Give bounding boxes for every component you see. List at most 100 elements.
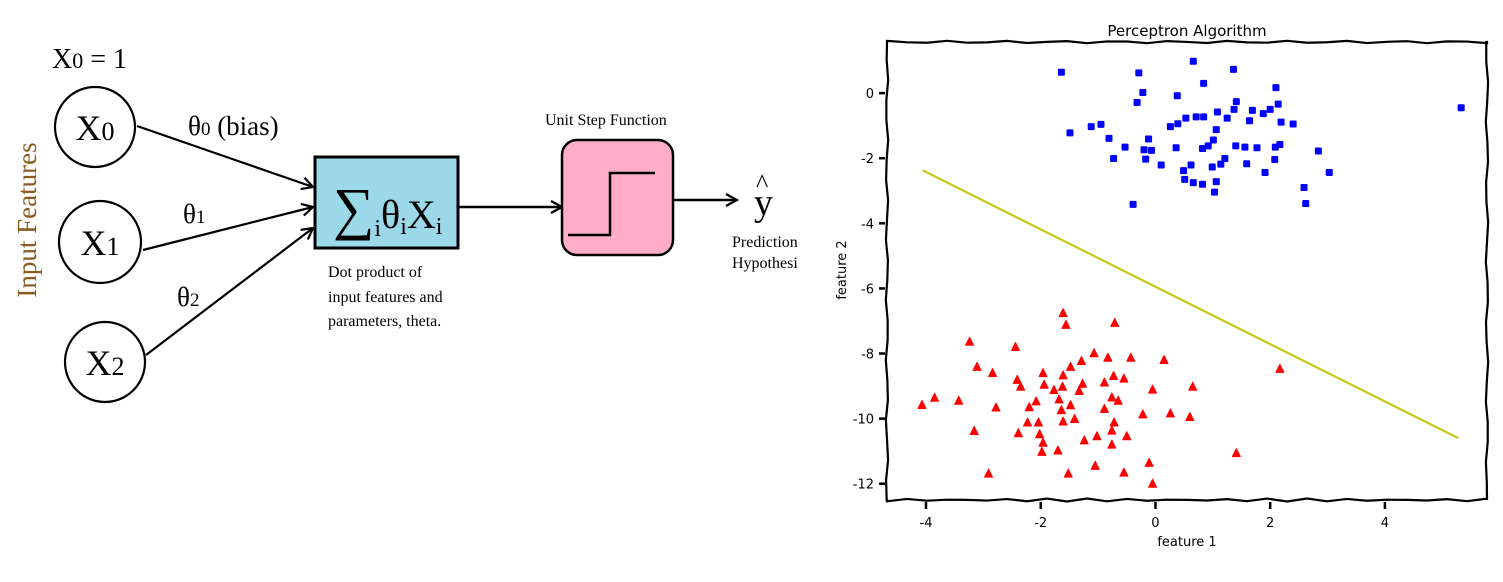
x-axis-label: feature 1 <box>1157 535 1216 550</box>
y-tick-label: -2 <box>861 152 874 167</box>
input-node-x0: X0 <box>53 85 137 169</box>
data-point-square <box>1241 143 1249 151</box>
data-point-square <box>1174 120 1182 128</box>
y-tick-label: -10 <box>853 413 874 428</box>
data-point-triangle <box>1058 370 1068 380</box>
data-point-triangle <box>1110 317 1120 327</box>
data-point-triangle <box>1092 431 1102 441</box>
data-point-triangle <box>1038 368 1048 378</box>
x-tick-label: -4 <box>920 516 933 531</box>
data-point-triangle <box>1275 363 1285 373</box>
data-point-triangle <box>1119 467 1129 477</box>
data-point-triangle <box>1113 395 1123 405</box>
data-point-square <box>1230 105 1238 113</box>
x-tick-label: 2 <box>1266 516 1274 531</box>
svg-text:X2: X2 <box>86 343 125 383</box>
output-caption: Prediction Hypothesi <box>732 234 798 272</box>
y-axis-label: feature 2 <box>835 240 850 299</box>
weight-arrow-1 <box>142 207 313 252</box>
data-point-square <box>1066 129 1074 137</box>
data-point-square <box>1147 146 1155 154</box>
sum-box: ∑iθiXi <box>313 155 460 250</box>
data-point-square <box>1198 180 1206 188</box>
data-point-square <box>1271 143 1279 151</box>
data-point-triangle <box>1066 400 1076 410</box>
data-point-triangle <box>1107 392 1117 402</box>
y-tick-label: -8 <box>861 348 874 363</box>
data-point-square <box>1213 108 1221 116</box>
svg-text:parameters, theta.: parameters, theta. <box>328 313 441 330</box>
data-point-square <box>1182 114 1190 122</box>
data-point-triangle <box>1119 373 1129 383</box>
data-point-triangle <box>1109 417 1119 427</box>
step-function-title: Unit Step Function <box>545 112 667 129</box>
data-point-triangle <box>1078 378 1088 388</box>
y-tick-label: -6 <box>861 282 874 297</box>
weight-label-2: θ2 <box>177 282 199 312</box>
data-point-triangle <box>1107 439 1117 449</box>
data-point-triangle <box>1126 352 1136 362</box>
data-point-triangle <box>1079 435 1089 445</box>
weight-arrow-0 <box>136 124 313 187</box>
data-point-square <box>1139 88 1147 96</box>
data-point-triangle <box>1054 394 1064 404</box>
data-point-square <box>1266 105 1274 113</box>
data-point-square <box>1314 147 1322 155</box>
data-point-square <box>1223 114 1231 122</box>
data-point-triangle <box>991 402 1001 412</box>
input-node-x2: X2 <box>63 320 147 404</box>
svg-text:input features and: input features and <box>328 289 443 306</box>
data-point-triangle <box>1061 319 1071 329</box>
input-features-label: Input Features <box>12 142 42 297</box>
data-point-triangle <box>969 425 979 435</box>
data-point-triangle <box>1159 355 1169 365</box>
data-point-square <box>1248 106 1256 114</box>
data-point-triangle <box>1109 370 1119 380</box>
data-point-square <box>1208 163 1216 171</box>
bias-note: X0 = 1 <box>52 44 127 75</box>
data-point-triangle <box>1144 457 1154 467</box>
data-point-triangle <box>1103 352 1113 362</box>
data-point-square <box>1189 179 1197 187</box>
data-point-square <box>1166 123 1174 131</box>
data-point-triangle <box>1231 448 1241 458</box>
data-point-square <box>1289 120 1297 128</box>
data-point-square <box>1157 161 1165 169</box>
plot-border <box>884 39 1490 503</box>
data-point-square <box>1457 104 1465 112</box>
data-point-triangle <box>1188 381 1198 391</box>
data-point-square <box>1181 175 1189 183</box>
data-point-triangle <box>984 468 994 478</box>
data-point-triangle <box>1107 425 1117 435</box>
data-point-triangle <box>1013 428 1023 438</box>
data-point-triangle <box>1099 377 1109 387</box>
data-point-square <box>1198 144 1206 152</box>
data-point-square <box>1180 167 1188 175</box>
data-point-square <box>1221 155 1229 163</box>
data-point-square <box>1217 160 1225 168</box>
y-symbol: y <box>754 182 773 224</box>
weight-arrow-2 <box>145 228 313 356</box>
data-point-square <box>1173 92 1181 100</box>
data-point-square <box>1105 134 1113 142</box>
data-point-square <box>1246 117 1254 125</box>
data-point-square <box>1211 188 1219 196</box>
sum-formula: ∑iθiXi <box>333 176 443 242</box>
data-point-triangle <box>1185 411 1195 421</box>
plot-frame <box>884 39 1490 503</box>
data-point-triangle <box>965 336 975 346</box>
y-tick-label: 0 <box>866 87 874 102</box>
data-point-square <box>1192 113 1200 121</box>
data-point-square <box>1271 156 1279 164</box>
data-point-square <box>1274 100 1282 108</box>
data-point-square <box>1212 126 1220 134</box>
data-point-square <box>1189 57 1197 65</box>
data-point-triangle <box>1074 385 1084 395</box>
data-point-square <box>1325 169 1333 177</box>
data-point-triangle <box>1024 402 1034 412</box>
data-point-triangle <box>1023 417 1033 427</box>
data-point-triangle <box>1012 374 1022 384</box>
sum-caption: Dot product of input features and parame… <box>328 264 443 330</box>
